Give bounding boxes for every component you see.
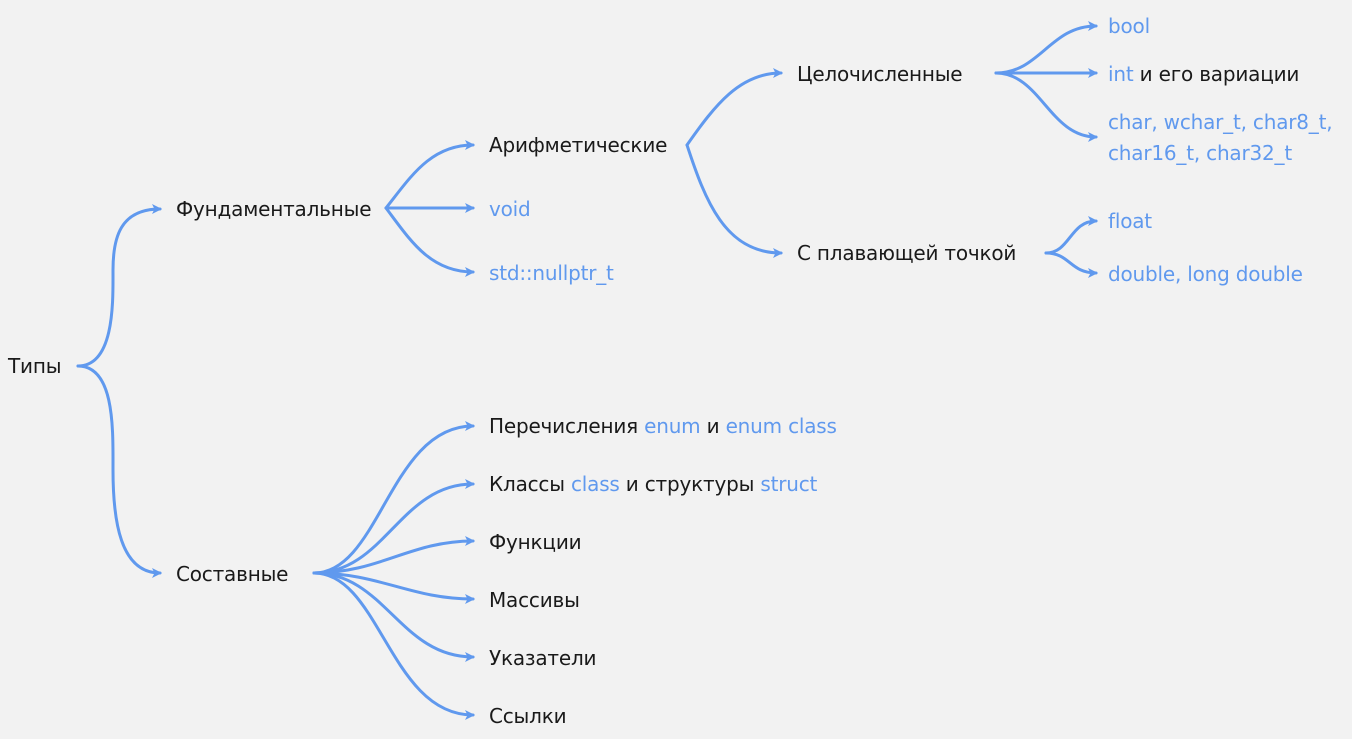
keyword-char-line2: char16_t, char32_t [1108,141,1292,165]
keyword-nullptr: std::nullptr_t [489,261,614,285]
edge-root-fundamental [76,204,162,368]
edge-root-compound [76,364,162,578]
keyword-enum-class: enum class [725,414,837,438]
node-functions: Функции [489,530,582,554]
node-floating: С плавающей точкой [797,241,1017,265]
edge-integer-bool [994,21,1098,75]
node-enums: Перечисления enum и enum class [489,411,837,441]
edge-compound-references [312,571,475,720]
keyword-double: double, long double [1108,262,1303,286]
node-char-types: char, wchar_t, char8_t, char16_t, char32… [1108,107,1333,169]
keyword-int: int [1108,62,1134,86]
node-pointers: Указатели [489,646,597,670]
node-nullptr: std::nullptr_t [489,258,614,288]
keyword-enum: enum [644,414,701,438]
node-classes: Классы class и структуры struct [489,469,817,499]
edge-compound-classes [312,479,475,575]
classes-mid: и структуры [619,472,761,496]
edge-floating-float [1044,216,1098,255]
edge-arithmetic-integer [685,68,783,147]
node-void: void [489,194,531,224]
edge-fundamental-arithmetic [384,140,475,210]
keyword-struct: struct [760,472,818,496]
node-arithmetic: Арифметические [489,133,668,157]
edge-floating-double [1044,251,1098,278]
edge-compound-enums [312,421,475,575]
int-description: и его вариации [1133,62,1300,86]
edge-integer-char [994,71,1098,142]
enums-prefix: Перечисления [489,414,645,438]
keyword-char-line1: char, wchar_t, char8_t, [1108,110,1333,134]
node-bool: bool [1108,11,1150,41]
node-int: int и его вариации [1108,59,1299,89]
node-references: Ссылки [489,704,567,728]
edge-arithmetic-floating [685,143,783,258]
node-double: double, long double [1108,259,1303,289]
classes-prefix: Классы [489,472,571,496]
keyword-bool: bool [1108,14,1150,38]
keyword-void: void [489,197,531,221]
node-float: float [1108,206,1152,236]
node-integer: Целочисленные [797,62,963,86]
edge-compound-pointers [312,571,475,662]
keyword-float: float [1108,209,1152,233]
keyword-class: class [570,472,620,496]
edge-compound-arrays [312,571,475,604]
node-arrays: Массивы [489,588,580,612]
edge-compound-functions [312,536,475,575]
node-compound: Составные [176,562,289,586]
edge-fundamental-nullptr [384,206,475,277]
node-fundamental: Фундаментальные [176,197,372,221]
node-root-types: Типы [8,354,62,378]
enums-mid: и [700,414,726,438]
